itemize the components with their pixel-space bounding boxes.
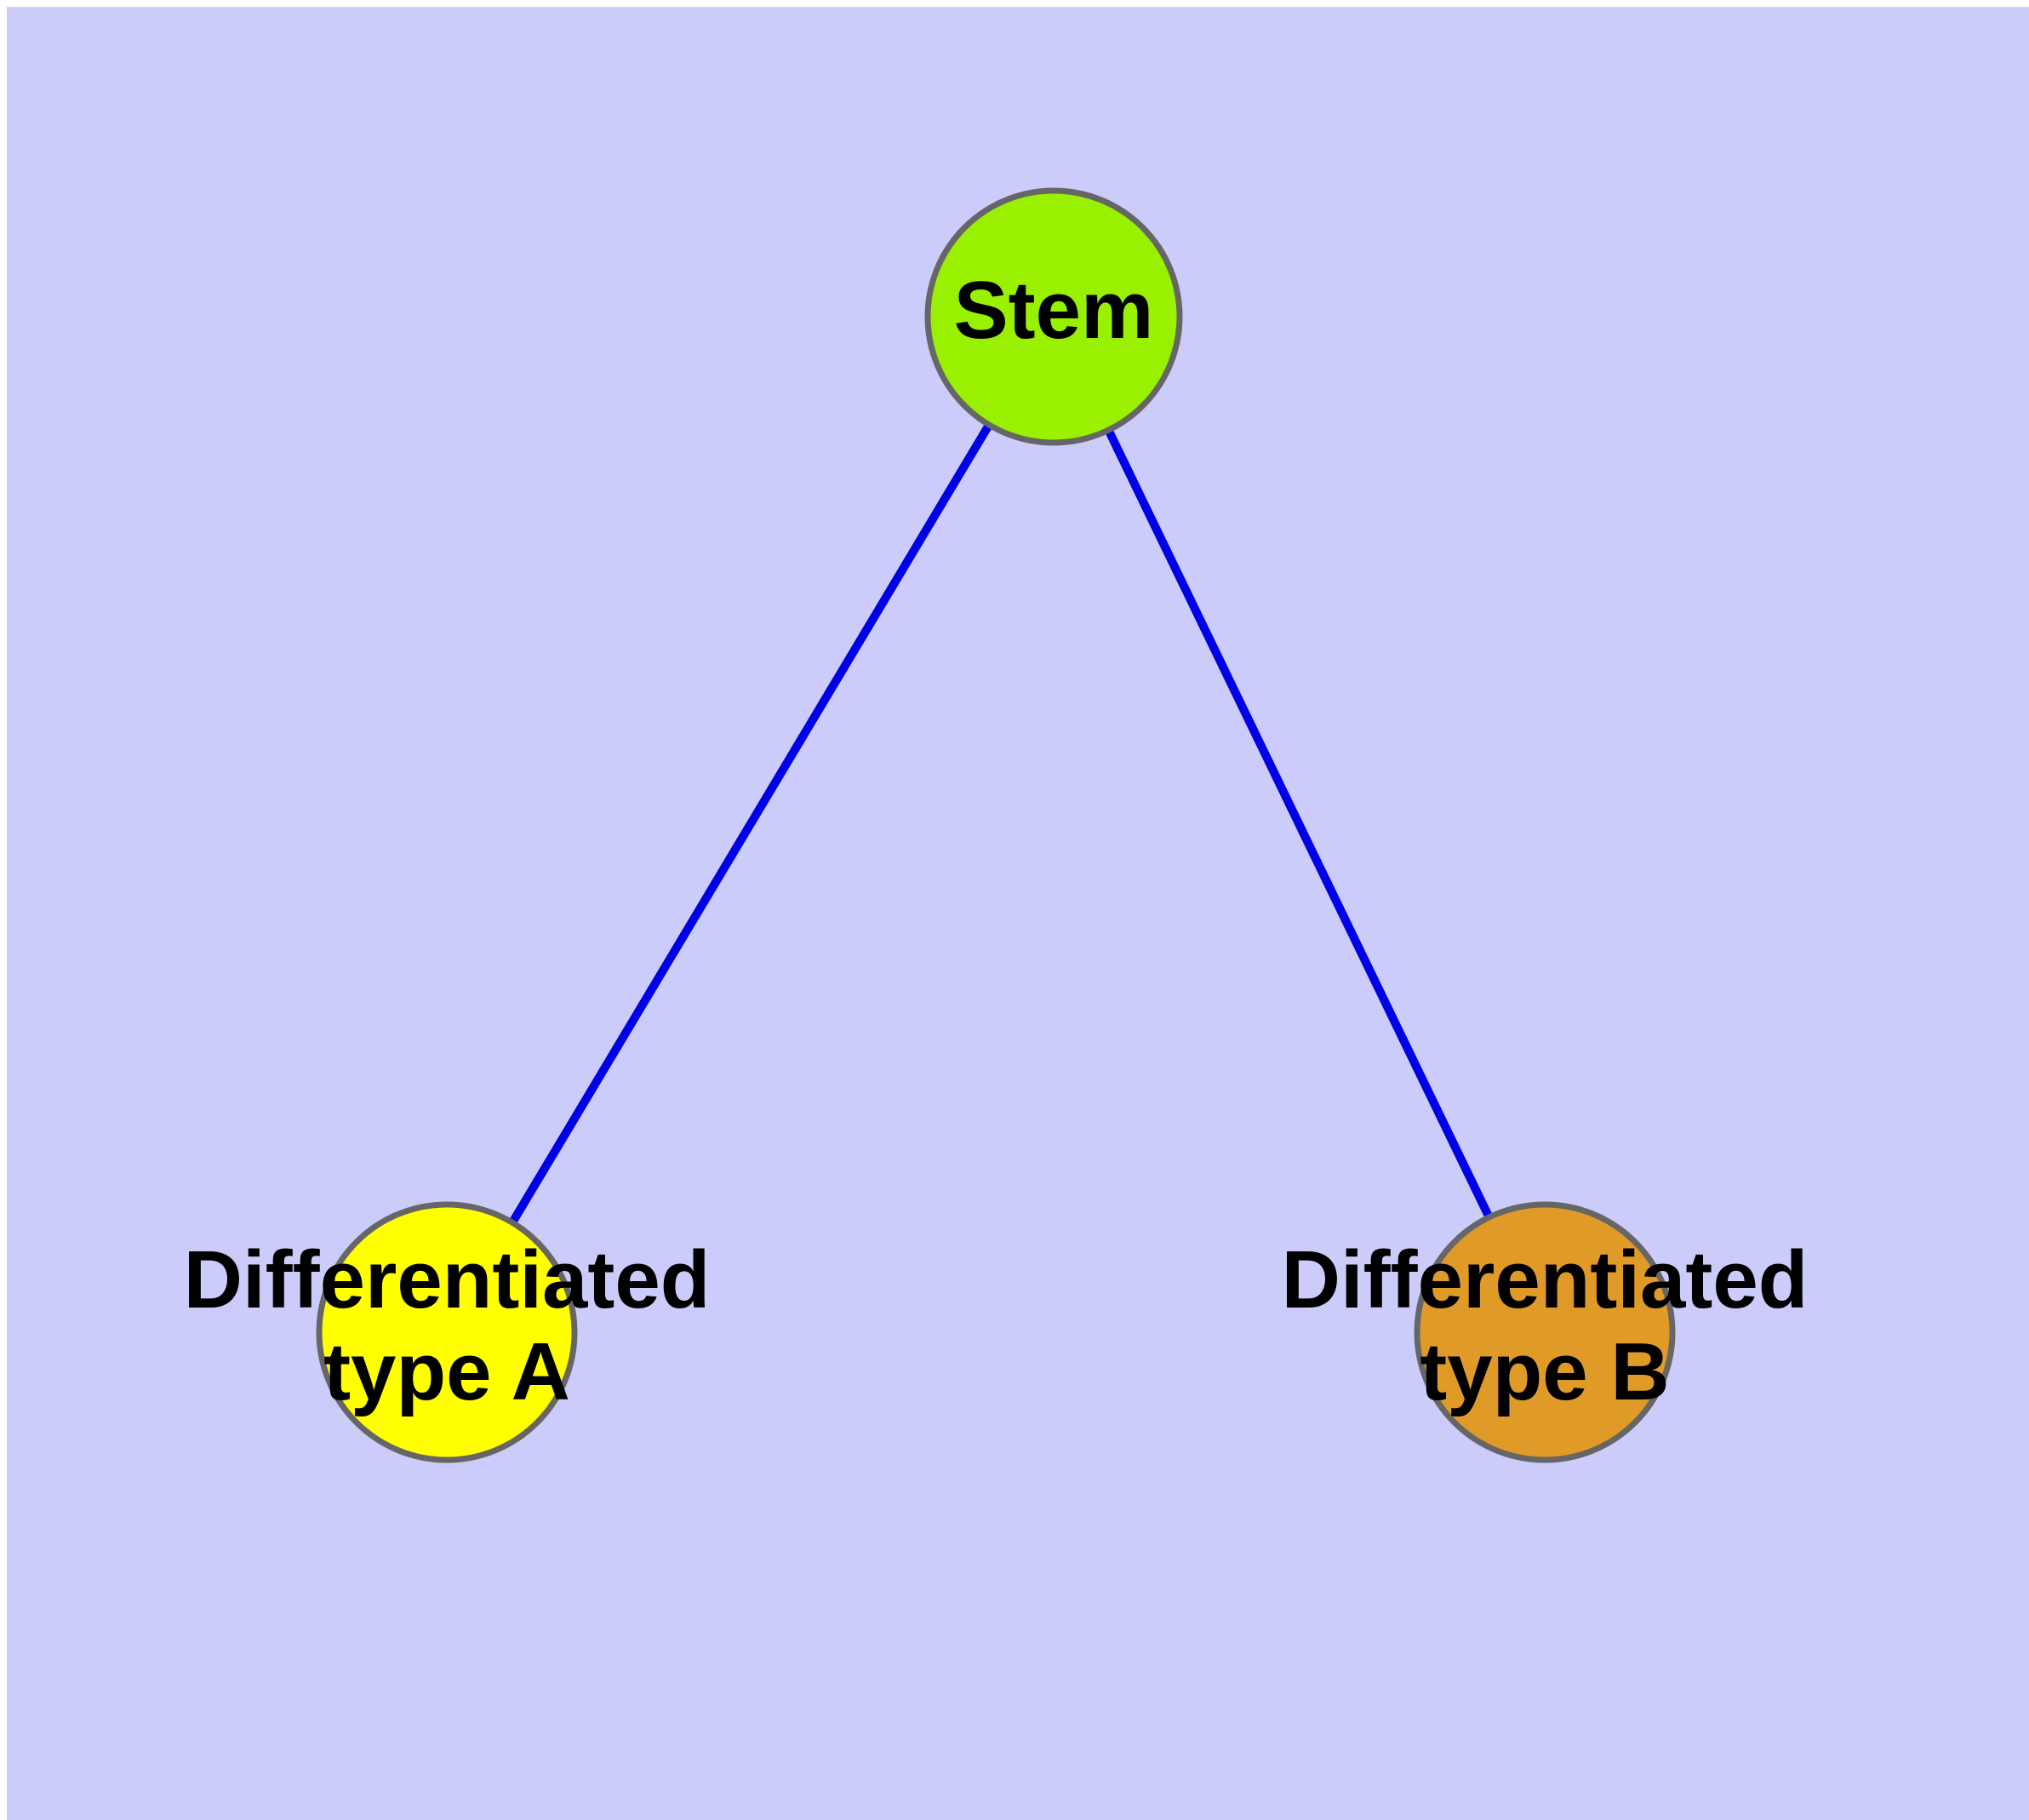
graph-edge-stem-to-b[interactable] bbox=[1049, 314, 1549, 1335]
label-line: Stem bbox=[954, 265, 1154, 356]
label-line: type B bbox=[1420, 1326, 1669, 1417]
label-line: type A bbox=[323, 1326, 570, 1417]
graph-node-stem[interactable] bbox=[924, 187, 1183, 446]
graph-node-diff_b[interactable] bbox=[1414, 1201, 1676, 1463]
graph-edge-stem-to-a[interactable] bbox=[443, 314, 1058, 1335]
label-line: Differentiated bbox=[1282, 1234, 1809, 1325]
nodes-layer bbox=[316, 187, 1676, 1463]
graph-node-label-stem: Stem bbox=[954, 265, 1154, 356]
graph-node-diff_a[interactable] bbox=[316, 1201, 578, 1463]
edges-layer bbox=[443, 314, 1549, 1335]
label-line: Differentiated bbox=[184, 1234, 711, 1325]
